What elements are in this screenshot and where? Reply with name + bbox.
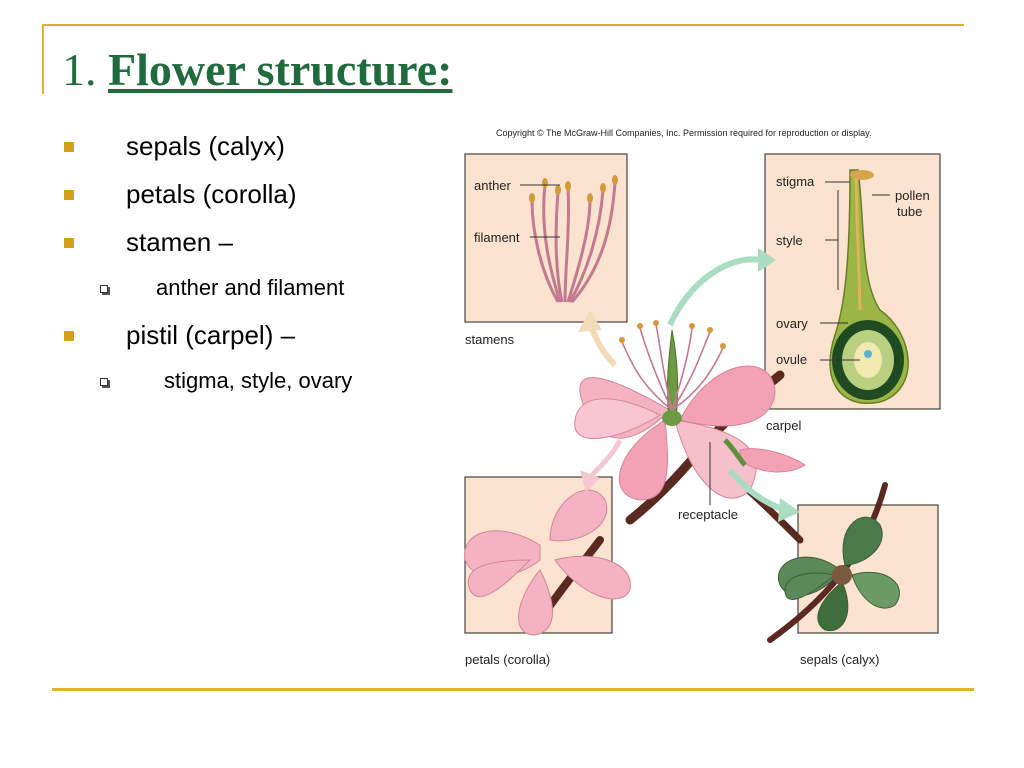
bullet-text: petals (corolla) bbox=[126, 179, 297, 209]
hollow-square-bullet-icon bbox=[100, 378, 108, 386]
copyright-notice: Copyright © The McGraw-Hill Companies, I… bbox=[496, 128, 872, 138]
carpel-leaders bbox=[820, 181, 890, 361]
sub-bullet-text: anther and filament bbox=[156, 275, 345, 300]
top-rule bbox=[42, 24, 964, 26]
bullet-item: pistil (carpel) – bbox=[60, 317, 440, 365]
sub-bullet-item: anther and filament bbox=[60, 272, 440, 317]
label-pollen: pollen bbox=[895, 188, 930, 203]
hollow-square-bullet-icon bbox=[100, 285, 108, 293]
label-tube: tube bbox=[897, 204, 923, 219]
central-flower bbox=[574, 320, 806, 501]
bullet-text: pistil (carpel) – bbox=[126, 320, 296, 350]
sub-bullet-item: stigma, style, ovary bbox=[60, 365, 440, 410]
label-stigma: stigma bbox=[776, 174, 815, 189]
bullet-item: petals (corolla) bbox=[60, 176, 440, 224]
square-bullet-icon bbox=[64, 190, 74, 200]
carpel-drawing bbox=[829, 169, 909, 404]
square-bullet-icon bbox=[64, 331, 74, 341]
label-filament: filament bbox=[474, 230, 520, 245]
caption-petals: petals (corolla) bbox=[465, 652, 551, 667]
bullet-text: stamen – bbox=[126, 227, 233, 257]
flower-diagram: Copyright © The McGraw-Hill Companies, I… bbox=[440, 120, 960, 680]
petals-drawing bbox=[464, 489, 631, 636]
label-anther: anther bbox=[474, 178, 511, 193]
sub-bullet-text: stigma, style, ovary bbox=[164, 368, 353, 393]
bullet-list: sepals (calyx) petals (corolla) stamen –… bbox=[60, 128, 440, 410]
bullet-text: sepals (calyx) bbox=[126, 131, 285, 161]
bullet-item: stamen – bbox=[60, 224, 440, 272]
sepals-drawing bbox=[777, 516, 900, 632]
diagram-arrows bbox=[578, 248, 800, 522]
title-text: Flower structure: bbox=[108, 44, 453, 95]
label-style: style bbox=[776, 233, 803, 248]
label-receptacle: receptacle bbox=[678, 507, 738, 522]
left-rule bbox=[42, 24, 44, 94]
slide-title: 1. Flower structure: bbox=[62, 42, 452, 97]
label-ovule: ovule bbox=[776, 352, 808, 367]
stamens-drawing bbox=[530, 181, 617, 303]
bullet-item: sepals (calyx) bbox=[60, 128, 440, 176]
flower-illustration bbox=[464, 153, 941, 643]
caption-sepals: sepals (calyx) bbox=[800, 652, 880, 667]
caption-carpel: carpel bbox=[766, 418, 802, 433]
caption-stamens: stamens bbox=[465, 332, 515, 347]
label-ovary: ovary bbox=[776, 316, 808, 331]
square-bullet-icon bbox=[64, 142, 74, 152]
square-bullet-icon bbox=[64, 238, 74, 248]
bottom-rule bbox=[52, 688, 974, 691]
title-number: 1. bbox=[62, 44, 97, 95]
